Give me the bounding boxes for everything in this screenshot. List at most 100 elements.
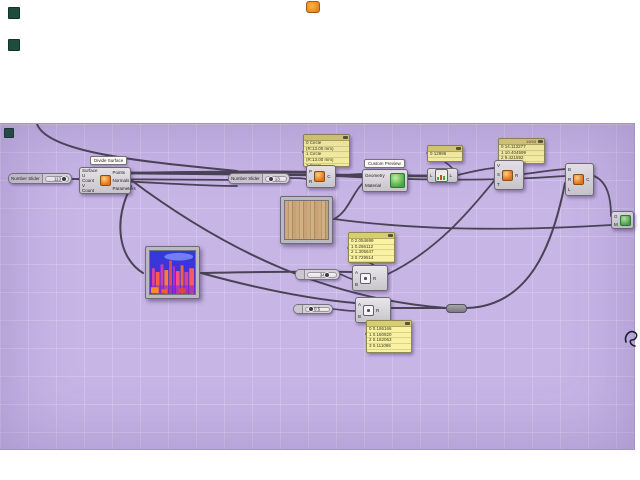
panel-header: 19/93 xyxy=(499,139,544,145)
list-length-component[interactable]: L L xyxy=(427,168,458,183)
slider-label xyxy=(296,270,305,279)
panel-row: 2 1.305647 xyxy=(349,250,394,257)
circle-component[interactable]: P R C xyxy=(306,165,336,188)
wire xyxy=(387,180,495,275)
panel-row: 1 10.404599 xyxy=(499,151,544,157)
wire xyxy=(523,168,566,175)
panel-row: 0 Circle xyxy=(304,141,349,147)
list-length-icon xyxy=(434,169,448,182)
slider-handle[interactable] xyxy=(325,272,330,277)
input-t[interactable]: T xyxy=(497,181,500,187)
grasshopper-logo-icon xyxy=(306,1,320,13)
input-a[interactable]: A xyxy=(355,269,359,275)
input-b[interactable]: B xyxy=(355,281,359,287)
panel-row: 3 0.729514 xyxy=(349,256,394,262)
output-normals[interactable]: Normals xyxy=(112,177,130,183)
input-ucount[interactable]: U Count xyxy=(82,173,95,183)
circle-icon xyxy=(314,171,326,182)
wood-material-node[interactable] xyxy=(280,196,333,244)
panel-row: 1 0.256112 xyxy=(349,245,394,251)
input-s[interactable]: S xyxy=(497,172,501,178)
panel-row: 2 Circle xyxy=(304,164,349,166)
remap-component[interactable]: V S T R xyxy=(494,160,524,190)
slider-value: 34 xyxy=(319,271,325,277)
input-surface[interactable]: Surface xyxy=(82,168,98,173)
output-c[interactable]: C xyxy=(327,174,331,179)
input-v[interactable]: V xyxy=(497,163,501,169)
wood-texture-image xyxy=(285,201,328,239)
input-l[interactable]: L xyxy=(568,187,571,193)
image-sampler-node[interactable] xyxy=(145,246,200,299)
panel-bottom-values[interactable]: 0 0.186166 1 0.160920 2 0.182063 3 0.111… xyxy=(366,320,412,353)
divide-surface-component[interactable]: Surface U Count V Count Points Normals P… xyxy=(79,167,136,194)
cylinder-icon xyxy=(573,174,585,185)
output-r[interactable]: R xyxy=(373,275,377,281)
preview-shader-icon xyxy=(390,173,405,188)
input-b[interactable]: B xyxy=(358,313,362,319)
output-parameters[interactable]: Parameters xyxy=(112,186,136,192)
input-vcount[interactable]: V Count xyxy=(82,183,95,193)
city-heatmap-image xyxy=(150,251,195,294)
output-c[interactable]: C xyxy=(586,177,590,182)
wire xyxy=(339,273,353,280)
output-l[interactable]: L xyxy=(449,173,453,178)
panel-header xyxy=(304,135,349,141)
slider-handle[interactable] xyxy=(62,176,66,181)
input-r[interactable]: R xyxy=(568,176,572,182)
green-marker-icon xyxy=(4,128,14,138)
number-slider-1[interactable]: Number Slider 113 xyxy=(8,173,72,184)
input-material[interactable]: Material xyxy=(365,183,382,189)
wire xyxy=(333,183,363,220)
panel-circles[interactable]: 0 Circle (R:13.00 mm) 1 Circle (R:13.00 … xyxy=(303,134,350,167)
slider-value: 113 xyxy=(53,175,61,181)
slider-value: 13 xyxy=(274,175,280,181)
panel-multiply-values[interactable]: 0 2.054699 1 0.256112 2 1.305647 3 0.729… xyxy=(348,232,395,263)
slider-label: Number Slider xyxy=(229,174,263,183)
slider-groove[interactable]: 113 xyxy=(44,175,69,182)
panel-row: 2 0.182063 xyxy=(367,338,411,345)
slider-groove[interactable]: 34 xyxy=(307,271,337,278)
number-slider-2[interactable]: Number Slider 13 xyxy=(228,173,290,184)
slider-label xyxy=(294,305,303,313)
slider-groove[interactable]: 13 xyxy=(264,175,287,182)
number-slider-4[interactable]: 0.5 xyxy=(293,304,333,314)
slider-groove[interactable]: 0.5 xyxy=(305,306,330,312)
panel-count[interactable]: 0 12996 xyxy=(427,145,463,162)
wire xyxy=(200,272,356,304)
ink-scribble xyxy=(624,330,638,347)
remap-icon xyxy=(502,169,514,181)
output-r[interactable]: R xyxy=(376,307,380,313)
input-geometry[interactable]: Geometry xyxy=(365,172,385,178)
panel-row: (R:13.00 mm) xyxy=(304,147,349,153)
green-marker-icon xyxy=(8,7,20,19)
custom-preview-label: Custom Preview xyxy=(364,159,405,168)
input-r[interactable]: R xyxy=(309,179,313,185)
output-points[interactable]: Points xyxy=(112,169,126,175)
divide-surface-label: Divide Surface xyxy=(90,156,128,165)
input-g[interactable]: G xyxy=(614,213,618,219)
panel-header xyxy=(349,233,394,239)
grasshopper-canvas[interactable]: Number Slider 113 Divide Surface Surface… xyxy=(0,123,635,450)
panel-row: 0 12996 xyxy=(428,152,462,158)
preview-shader-icon xyxy=(619,214,631,226)
input-p[interactable]: P xyxy=(309,168,313,174)
input-m[interactable]: M xyxy=(614,221,618,227)
custom-preview-2-component[interactable]: G M xyxy=(611,211,634,229)
slider-value: 0.5 xyxy=(314,306,321,312)
panel-row: 0 14.113277 xyxy=(499,145,544,151)
slider-handle[interactable] xyxy=(268,176,273,181)
panel-header xyxy=(367,321,411,327)
multiplication-component-1[interactable]: A B R xyxy=(352,265,388,291)
output-r[interactable]: R xyxy=(515,172,519,178)
number-slider-3[interactable]: 34 xyxy=(295,269,340,280)
slider-handle[interactable] xyxy=(309,307,313,311)
multiplication-component-2[interactable]: A B R xyxy=(355,297,391,323)
input-a[interactable]: A xyxy=(358,301,362,307)
cylinder-component[interactable]: B R L C xyxy=(565,163,594,196)
input-l[interactable]: L xyxy=(430,173,433,178)
wire xyxy=(119,185,144,274)
wire-relay[interactable] xyxy=(446,304,467,313)
custom-preview-component[interactable]: Geometry Material xyxy=(362,169,408,192)
input-b[interactable]: B xyxy=(568,166,572,172)
